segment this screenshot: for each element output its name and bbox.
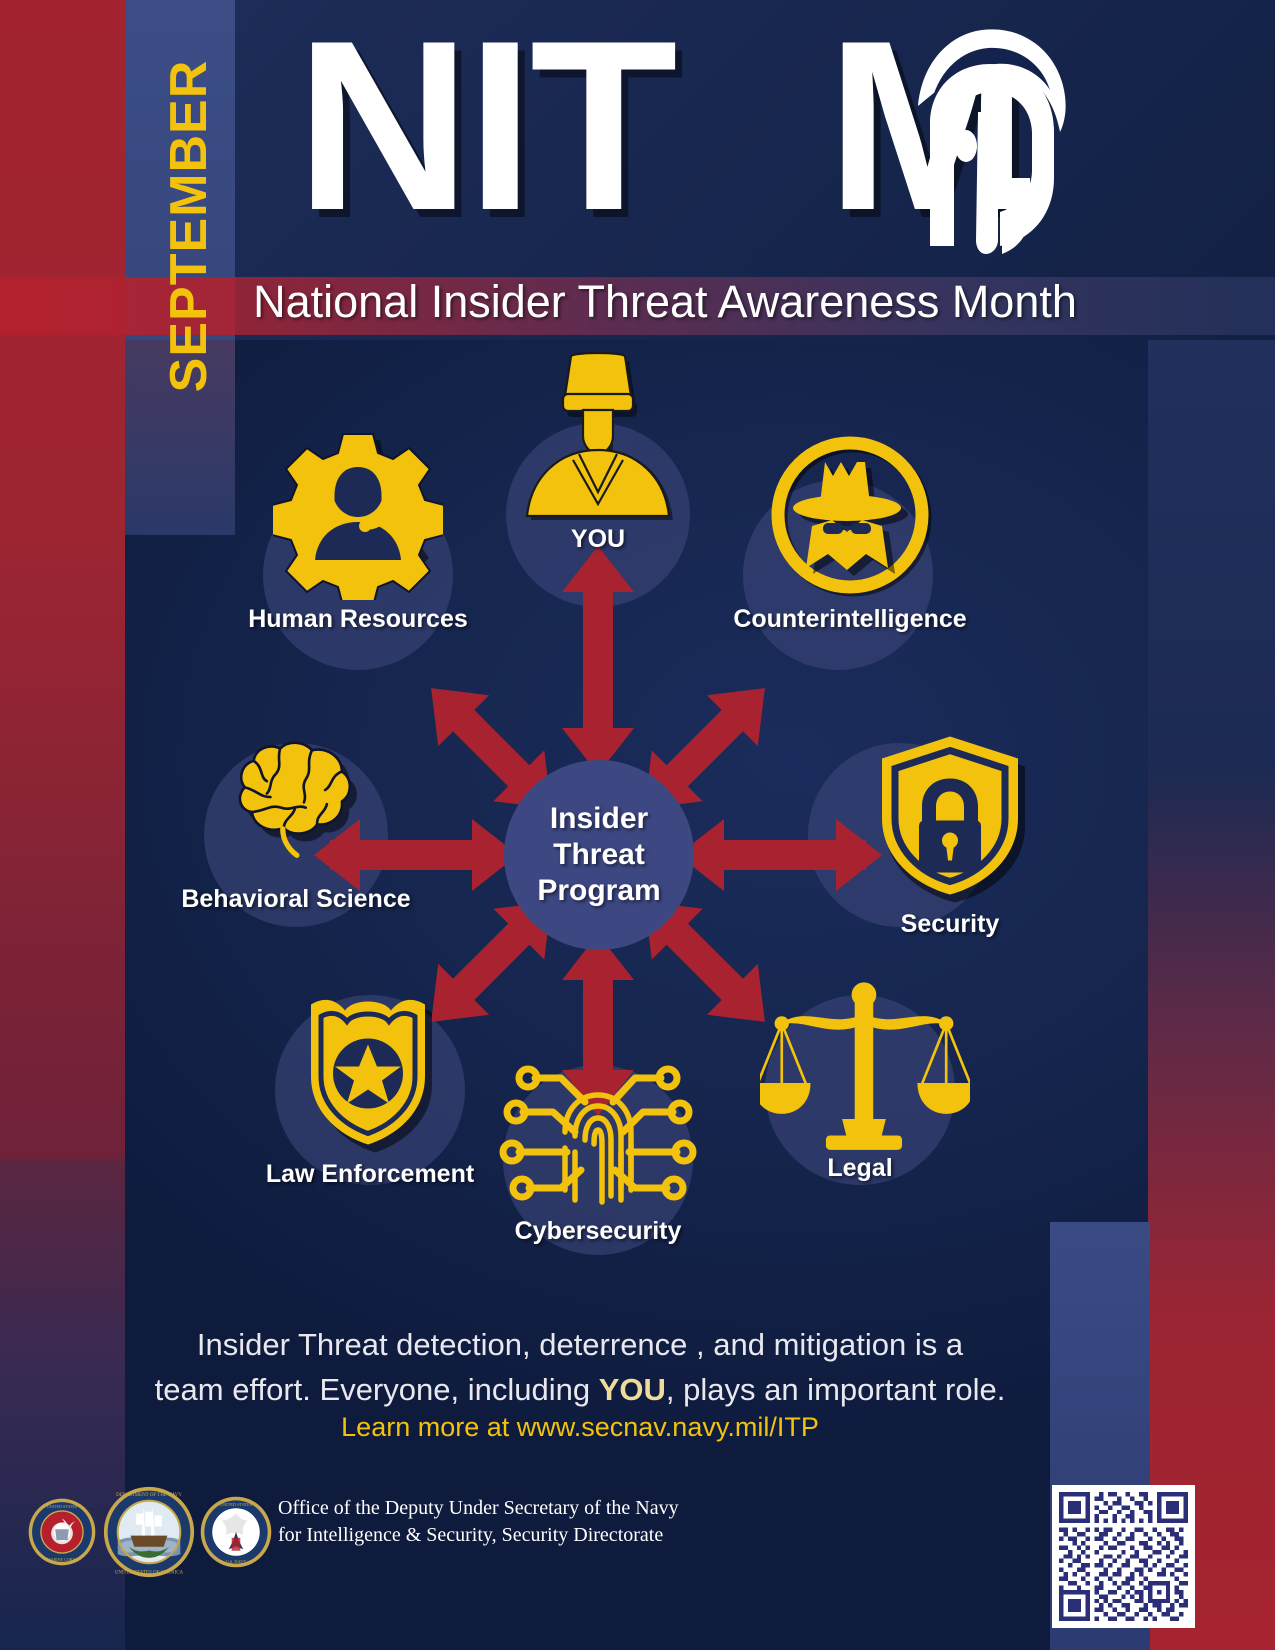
footer-office-text: Office of the Deputy Under Secretary of … — [278, 1495, 838, 1549]
police-badge-star-icon — [311, 999, 432, 1153]
tagline-line2-b: , plays an important role. — [665, 1372, 1006, 1407]
insider-threat-diagram: Insider Threat Program — [0, 330, 1148, 1320]
svg-text:DEPARTMENT OF THE NAVY: DEPARTMENT OF THE NAVY — [116, 1493, 182, 1498]
node-counterintelligence[interactable]: Counterintelligence — [690, 430, 1010, 634]
node-label-law-enforcement: Law Enforcement — [265, 1160, 475, 1188]
node-law-enforcement[interactable]: Law Enforcement — [220, 980, 520, 1189]
node-cybersecurity[interactable]: Cybersecurity — [478, 1040, 718, 1246]
tagline-line2-a: team effort. Everyone, including — [154, 1372, 599, 1407]
department-of-the-navy-seal: DEPARTMENT OF THE NAVY UNITED STATES OF … — [103, 1486, 195, 1578]
footer-line1: Office of the Deputy Under Secretary of … — [278, 1497, 679, 1519]
fingerprint-circuit-icon — [499, 1065, 697, 1205]
gear-person-headset-icon — [271, 433, 445, 607]
node-label-legal: Legal — [827, 1154, 893, 1182]
us-navy-seal: UNITED STATES U.S. NAVY — [200, 1496, 272, 1568]
scales-of-justice-icon — [752, 982, 975, 1150]
hub-label-line1: Insider — [549, 802, 649, 835]
nitam-text-before: NIT — [295, 0, 660, 261]
poster-subtitle: National Insider Threat Awareness Month — [253, 276, 1077, 327]
tagline-line1: Insider Threat detection, deterrence , a… — [196, 1327, 964, 1362]
agency-seals: UNITED STATES MARINE CORPS DEPARTMENT OF… — [28, 1480, 272, 1578]
tagline-you-emphasis: YOU — [598, 1372, 666, 1407]
hub-label-line2: Threat — [553, 838, 645, 871]
nitam-wordmark: NITAM — [245, 4, 1075, 275]
spy-hat-glasses-icon — [771, 436, 932, 597]
left-red-band — [0, 0, 125, 1160]
qr-code-matrix — [1059, 1492, 1188, 1621]
node-label-you: YOU — [570, 525, 626, 553]
sailor-person-icon — [525, 351, 673, 521]
brain-icon — [238, 741, 357, 858]
learn-more-link[interactable]: Learn more at www.secnav.navy.mil/ITP — [341, 1412, 819, 1442]
node-label-counterintelligence: Counterintelligence — [733, 605, 967, 633]
svg-text:MARINE CORPS: MARINE CORPS — [47, 1557, 78, 1562]
tagline: Insider Threat detection, deterrence , a… — [150, 1322, 1010, 1412]
node-label-human-resources: Human Resources — [248, 605, 468, 633]
shield-lock-icon — [882, 736, 1025, 903]
svg-text:UNITED STATES: UNITED STATES — [47, 1504, 78, 1509]
node-behavioral-science[interactable]: Behavioral Science — [146, 730, 446, 914]
footer-line2: for Intelligence & Security, Security Di… — [278, 1524, 664, 1546]
left-blue-band-lower — [125, 340, 235, 535]
united-states-marine-corps-seal: UNITED STATES MARINE CORPS — [28, 1498, 96, 1566]
node-security[interactable]: Security — [800, 730, 1100, 939]
node-human-resources[interactable]: Human Resources — [208, 430, 508, 634]
node-label-cybersecurity: Cybersecurity — [514, 1217, 682, 1245]
spartan-helmet-icon — [918, 29, 1066, 254]
node-label-behavioral-science: Behavioral Science — [181, 885, 411, 913]
svg-text:UNITED STATES: UNITED STATES — [220, 1502, 253, 1507]
qr-code-icon[interactable] — [1052, 1485, 1195, 1628]
hub-label: Insider Threat Program — [537, 801, 660, 909]
hub-label-line3: Program — [537, 874, 661, 907]
svg-text:UNITED STATES OF AMERICA: UNITED STATES OF AMERICA — [115, 1570, 184, 1575]
subtitle-stripe — [235, 277, 1275, 335]
center-hub-insider-threat-program[interactable]: Insider Threat Program — [504, 760, 694, 950]
svg-text:U.S. NAVY: U.S. NAVY — [226, 1559, 247, 1564]
node-you[interactable]: YOU — [498, 350, 698, 554]
node-label-security: Security — [900, 910, 1000, 938]
left-lower-band — [0, 1160, 125, 1650]
node-legal[interactable]: Legal — [752, 970, 975, 1183]
